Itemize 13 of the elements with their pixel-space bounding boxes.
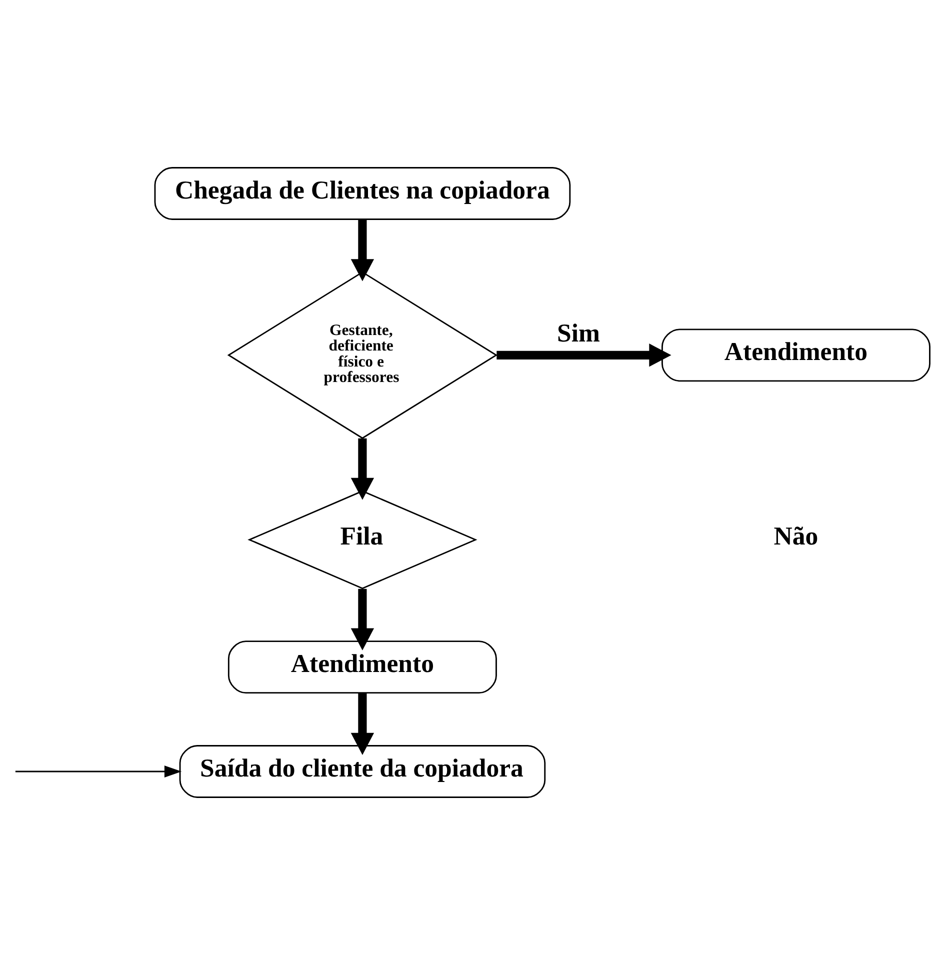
node-box: Saída do cliente da copiadora [179,744,546,798]
arrow [496,343,672,366]
node-box: Chegada de Clientes na copiadora [154,166,571,220]
label: Não [774,521,818,550]
arrow [350,588,374,650]
arrow [350,692,374,754]
node-diamond: Fila [248,490,478,589]
node-box: Atendimento [661,328,930,382]
node-box: Atendimento [228,640,497,694]
arrow [350,438,374,500]
edge-label: Sim [557,318,600,347]
arrow [350,219,374,281]
arrow [15,765,182,778]
